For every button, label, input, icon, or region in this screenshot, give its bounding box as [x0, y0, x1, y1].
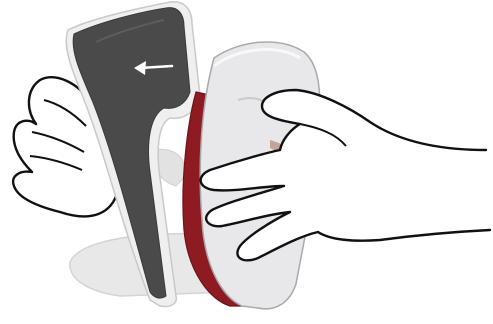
- instruction-illustration: [0, 0, 493, 324]
